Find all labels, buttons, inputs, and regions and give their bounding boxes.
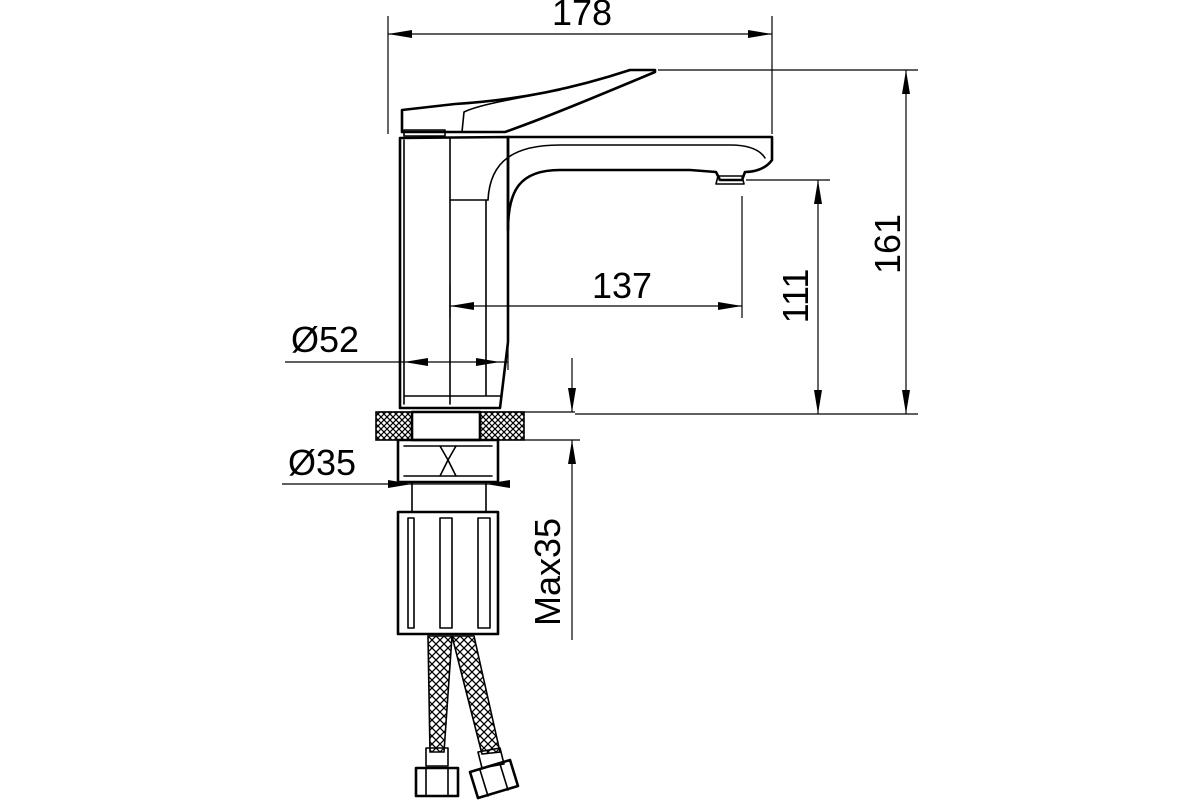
washer-left: [375, 411, 413, 441]
dimension-spout-height-label: 111: [775, 269, 816, 324]
dimension-overall-height: [575, 69, 918, 415]
dimension-overall-length-label: 178: [552, 0, 612, 33]
fixing-sleeve: [396, 510, 500, 636]
sleeve-rib-3: [477, 517, 491, 629]
fitting-left: [414, 766, 460, 798]
dimension-spout-reach-label: 137: [592, 265, 652, 306]
hex-nut-faces: [403, 445, 493, 477]
handle-cap: [403, 129, 446, 137]
handle-lever: [400, 68, 657, 134]
hose-left: [427, 635, 453, 753]
spout: [506, 135, 774, 232]
dimension-body-diameter-label: Ø52: [291, 319, 359, 360]
washer-right: [479, 411, 525, 441]
dimension-max-deck-thickness-label: Max35: [527, 518, 568, 626]
fitting-right: [468, 758, 520, 800]
dimension-shank-diameter: [282, 480, 510, 488]
fitting-left-faces: [425, 767, 449, 797]
body-rib: [449, 199, 489, 396]
dimension-overall-length: [387, 16, 773, 134]
dimension-shank-diameter-label: Ø35: [288, 442, 356, 483]
dimension-body-diameter: [285, 344, 509, 370]
ferrule-left: [425, 747, 449, 767]
fitting-right-faces: [479, 763, 509, 797]
sleeve-rib-1: [407, 517, 415, 629]
dimension-overall-height-label: 161: [867, 214, 908, 274]
ferrule-right: [477, 747, 505, 769]
spout-inner: [487, 144, 766, 201]
dimension-spout-reach: [449, 196, 743, 318]
aerator: [715, 175, 745, 185]
shank-plate: [410, 410, 482, 442]
mounting-assembly: [375, 410, 575, 636]
sleeve-rib-2: [439, 517, 453, 629]
handle-lever-edge: [461, 89, 561, 133]
body-column: [398, 135, 510, 410]
dimension-max-deck-thickness: [524, 358, 580, 640]
faucet-outline: [398, 68, 774, 410]
body-inner-line: [403, 137, 501, 405]
supply-hoses: [414, 635, 520, 800]
shank: [411, 481, 487, 513]
hose-right: [450, 635, 501, 755]
dimension-spout-height: [746, 179, 830, 414]
